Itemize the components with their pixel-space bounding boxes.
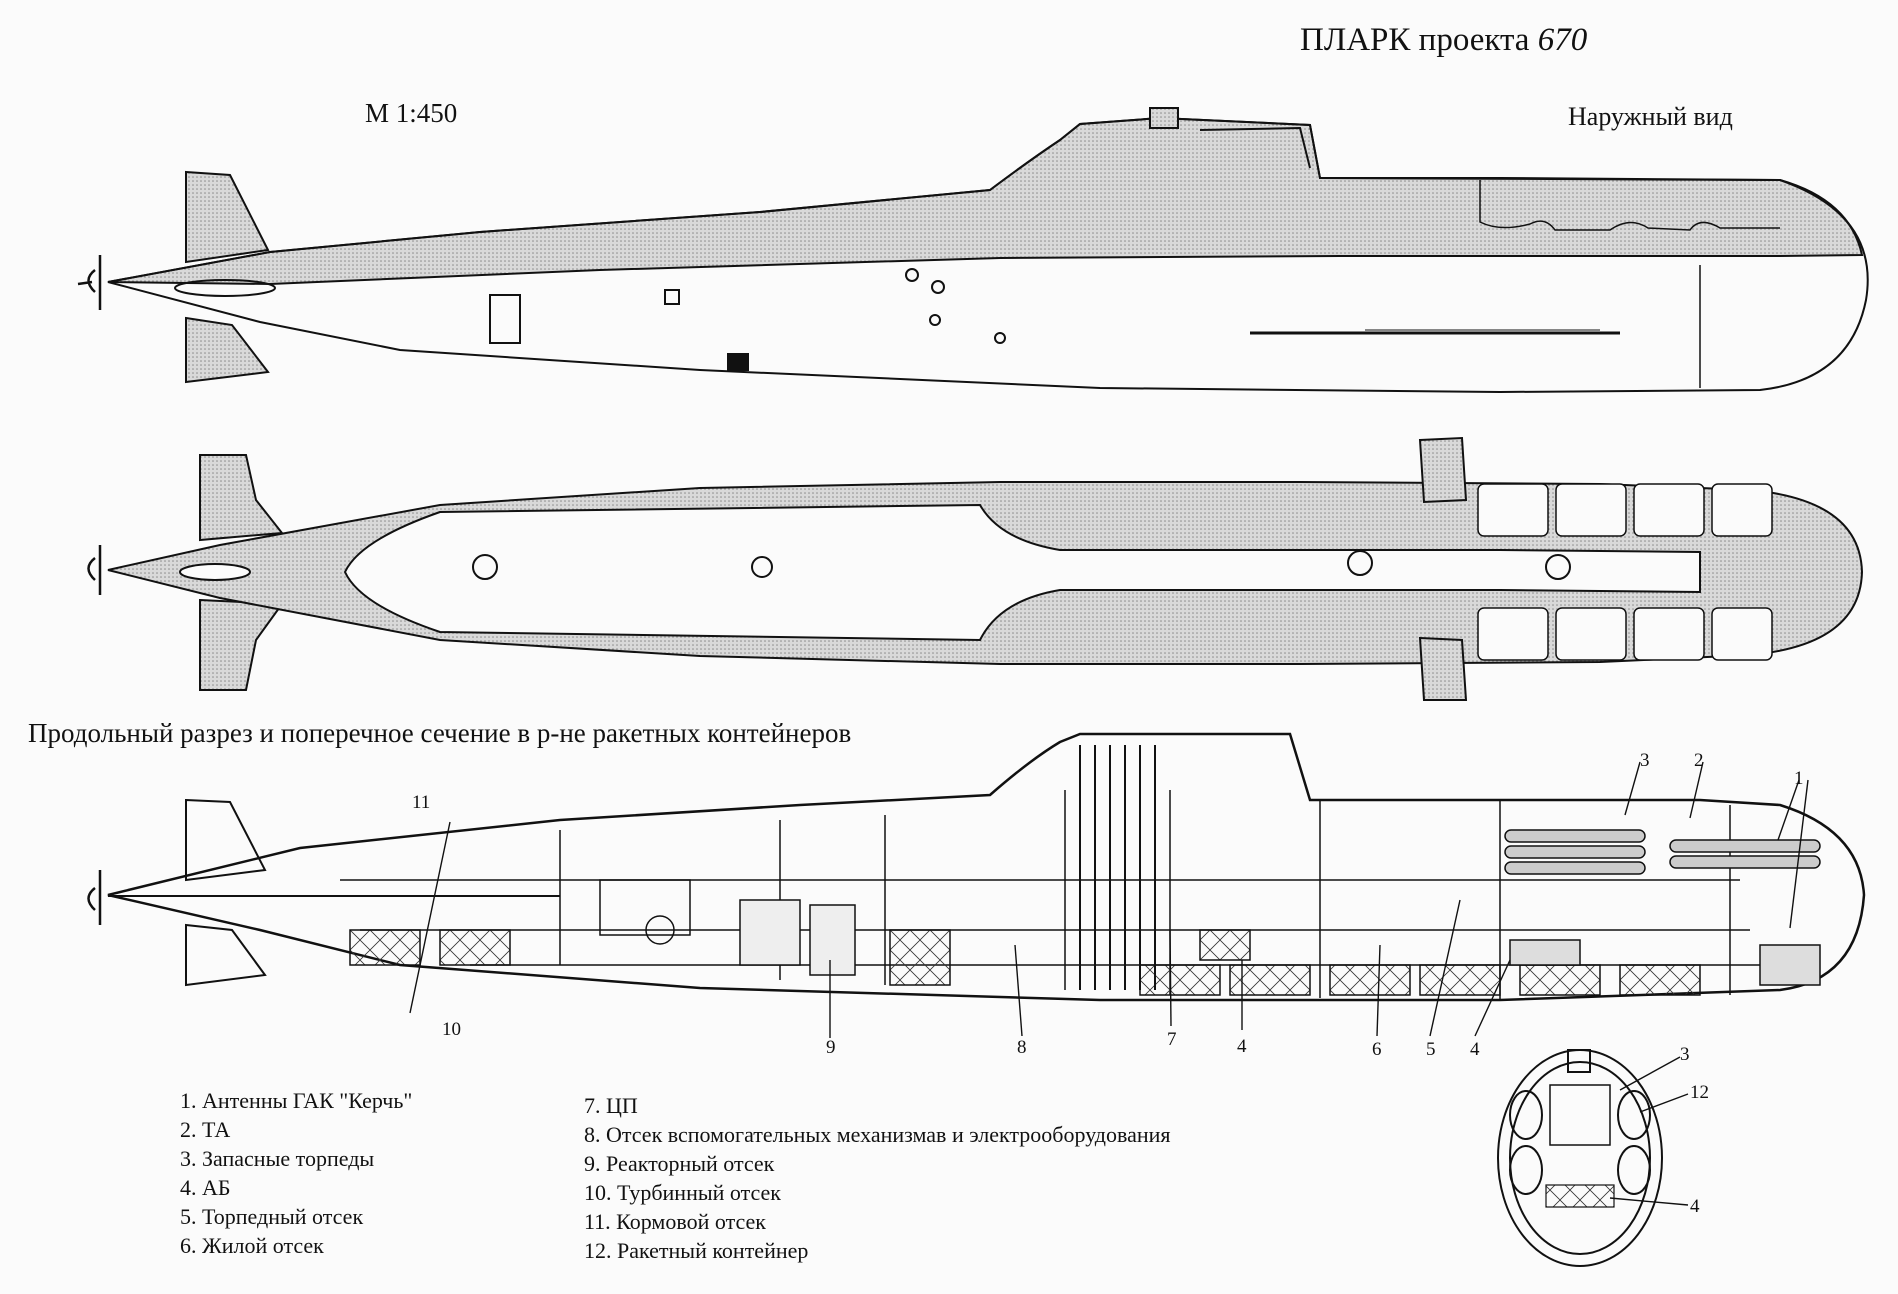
legend-item: 2. ТА bbox=[180, 1117, 231, 1142]
callout-numbers: 11 3 2 1 10 9 8 7 4 6 5 4 3 12 4 bbox=[412, 750, 1804, 1217]
legend-item: 5. Торпедный отсек bbox=[180, 1204, 364, 1229]
cross-callout-4: 4 bbox=[1690, 1196, 1700, 1217]
legend-item: 8. Отсек вспомогательных механизмав и эл… bbox=[584, 1122, 1171, 1147]
callout-9: 9 bbox=[826, 1037, 836, 1058]
legend-right: 7. ЦП 8. Отсек вспомогательных механизма… bbox=[584, 1091, 1171, 1265]
legend-item: 4. АБ bbox=[180, 1175, 231, 1200]
cross-callout-3: 3 bbox=[1680, 1044, 1690, 1065]
legend-item: 6. Жилой отсек bbox=[180, 1233, 324, 1258]
side-view bbox=[77, 107, 1869, 394]
legend-item: 1. Антенны ГАК "Керчь" bbox=[180, 1088, 413, 1113]
legend-item: 11. Кормовой отсек bbox=[584, 1209, 766, 1234]
callout-7: 7 bbox=[1167, 1029, 1177, 1050]
sect-lower-rudder bbox=[185, 923, 267, 987]
propeller bbox=[77, 255, 102, 310]
legend-item: 9. Реакторный отсек bbox=[584, 1151, 775, 1176]
cross-section bbox=[1497, 1049, 1663, 1267]
callout-leaders bbox=[409, 761, 1809, 1206]
callout-4b: 4 bbox=[1470, 1039, 1480, 1060]
lower-rudder bbox=[185, 316, 270, 384]
legend-item: 12. Ракетный контейнер bbox=[584, 1238, 809, 1263]
upper-rudder bbox=[185, 170, 270, 264]
deck-inner bbox=[343, 503, 1701, 642]
callout-11: 11 bbox=[412, 792, 430, 813]
callout-8: 8 bbox=[1017, 1037, 1027, 1058]
section-label: Продольный разрез и поперечное сечение в… bbox=[28, 718, 852, 748]
legend-left: 1. Антенны ГАК "Керчь" 2. ТА 3. Запасные… bbox=[180, 1086, 412, 1260]
tail-lower bbox=[199, 598, 284, 691]
legend-item: 10. Турбинный отсек bbox=[584, 1180, 781, 1205]
scale-label: М 1:450 bbox=[365, 98, 458, 128]
hull-upper bbox=[107, 116, 1864, 286]
callout-4a: 4 bbox=[1237, 1036, 1247, 1057]
callout-6: 6 bbox=[1372, 1039, 1382, 1060]
callout-3: 3 bbox=[1640, 750, 1650, 771]
callout-5: 5 bbox=[1426, 1039, 1436, 1060]
sect-upper-rudder bbox=[185, 798, 267, 882]
callout-2: 2 bbox=[1694, 750, 1704, 771]
callout-1: 1 bbox=[1794, 768, 1804, 789]
top-view bbox=[87, 436, 1864, 701]
hull-outline bbox=[107, 116, 1869, 394]
legend-item: 3. Запасные торпеды bbox=[180, 1146, 375, 1171]
external-view-label: Наружный вид bbox=[1568, 102, 1733, 131]
cross-callout-12: 12 bbox=[1690, 1082, 1709, 1103]
longitudinal-section bbox=[87, 732, 1866, 1002]
drawing-title: ПЛАРК проекта 670 bbox=[1300, 22, 1588, 58]
legend-item: 7. ЦП bbox=[584, 1093, 638, 1118]
tail-upper bbox=[199, 454, 284, 542]
callout-10: 10 bbox=[442, 1019, 461, 1040]
